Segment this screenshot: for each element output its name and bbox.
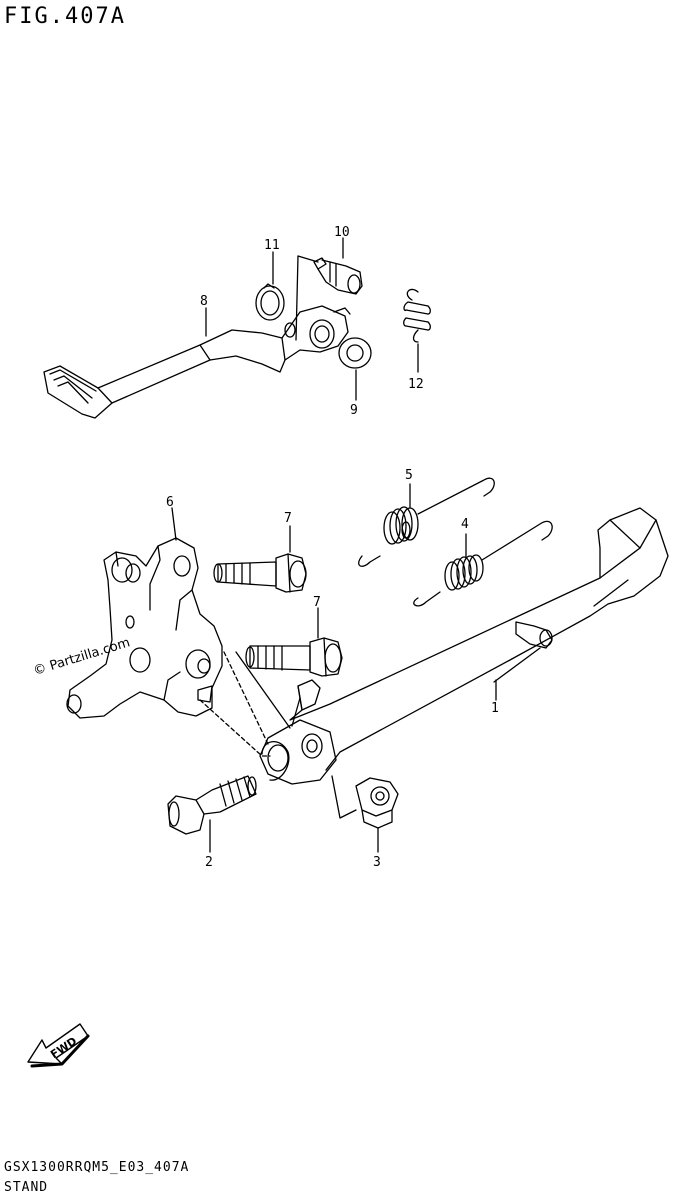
- callout-1: 1: [491, 701, 499, 716]
- side-stand-part-1: [259, 507, 669, 785]
- bolt-part-7-lower: [245, 637, 343, 677]
- callout-labels: 8 11 10 9 12 6 7 7 5 4 1 2 3: [166, 225, 499, 870]
- callout-9: 9: [350, 403, 358, 418]
- callout-4: 4: [461, 517, 469, 532]
- figure-title: FIG.407A: [4, 4, 126, 29]
- upper-leader-lines: [205, 237, 419, 401]
- callout-11: 11: [264, 238, 280, 253]
- callout-10: 10: [334, 225, 350, 240]
- callout-7-upper: 7: [284, 511, 292, 526]
- bolt-part-7-upper: [213, 553, 307, 593]
- fwd-label: FWD: [48, 1034, 79, 1061]
- callout-5: 5: [405, 468, 413, 483]
- figure-subtitle: STAND: [4, 1180, 49, 1195]
- nut-part-3: [355, 777, 399, 829]
- brake-pedal-part-8: [43, 305, 351, 419]
- spring-part-4: [413, 520, 553, 607]
- callout-3: 3: [373, 855, 381, 870]
- figure-code: GSX1300RRQM5_E03_407A: [4, 1160, 190, 1175]
- pivot-bolt-part-2: [167, 775, 257, 835]
- fwd-arrow-icon: FWD: [27, 1023, 90, 1068]
- callout-12: 12: [408, 377, 424, 392]
- callout-6: 6: [166, 495, 174, 510]
- washer-part-9: [338, 337, 372, 369]
- stand-bracket-part-6: [66, 537, 223, 719]
- callout-7-lower: 7: [313, 595, 321, 610]
- snap-ring-part-11: [255, 283, 285, 321]
- callout-2: 2: [205, 855, 213, 870]
- spring-part-5: [358, 477, 495, 567]
- return-spring-part-12: [403, 288, 431, 343]
- callout-8: 8: [200, 294, 208, 309]
- lower-leader-lines: [171, 483, 541, 853]
- clevis-pin-part-10: [313, 257, 363, 295]
